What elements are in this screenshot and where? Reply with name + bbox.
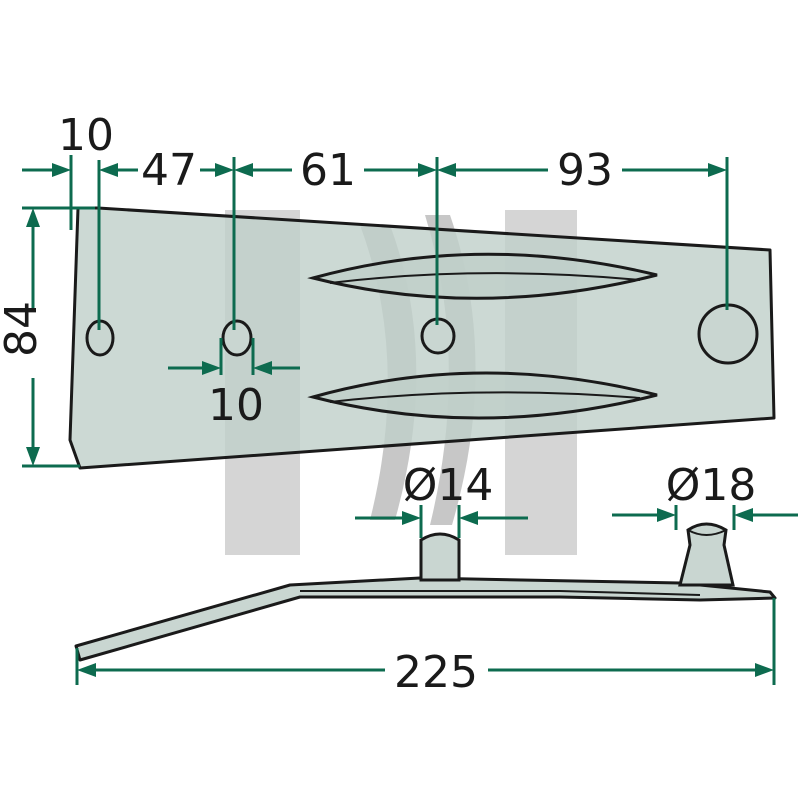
- dim-label-225: 225: [394, 647, 478, 698]
- bolt-18: [678, 522, 735, 587]
- dim-label-84: 84: [0, 301, 47, 357]
- hole-4: [697, 303, 759, 365]
- dimension-length: 225: [77, 647, 774, 698]
- dim-label-47: 47: [141, 145, 197, 196]
- dim-label-10-top: 10: [58, 110, 114, 161]
- hole-2: [221, 319, 253, 357]
- dimension-hole-10: 10: [168, 361, 300, 431]
- dim-label-dia-18: Ø18: [666, 460, 757, 511]
- dim-label-10-hole: 10: [208, 380, 264, 431]
- lower-slot: [307, 371, 658, 420]
- dim-label-dia-14: Ø14: [403, 460, 494, 511]
- blade-top-view: [68, 206, 776, 470]
- dim-label-61: 61: [300, 145, 356, 196]
- dimension-dia-14: Ø14: [355, 460, 528, 525]
- upper-slot: [307, 252, 658, 300]
- dimension-height: 84: [0, 208, 47, 466]
- dimension-dia-18: Ø18: [612, 460, 798, 522]
- blade-side-view: [74, 522, 777, 662]
- dim-label-93: 93: [557, 145, 613, 196]
- extension-lines: [22, 155, 776, 685]
- bolt-14: [419, 532, 461, 582]
- dimension-top-chain: 10 47 61 93: [22, 110, 727, 196]
